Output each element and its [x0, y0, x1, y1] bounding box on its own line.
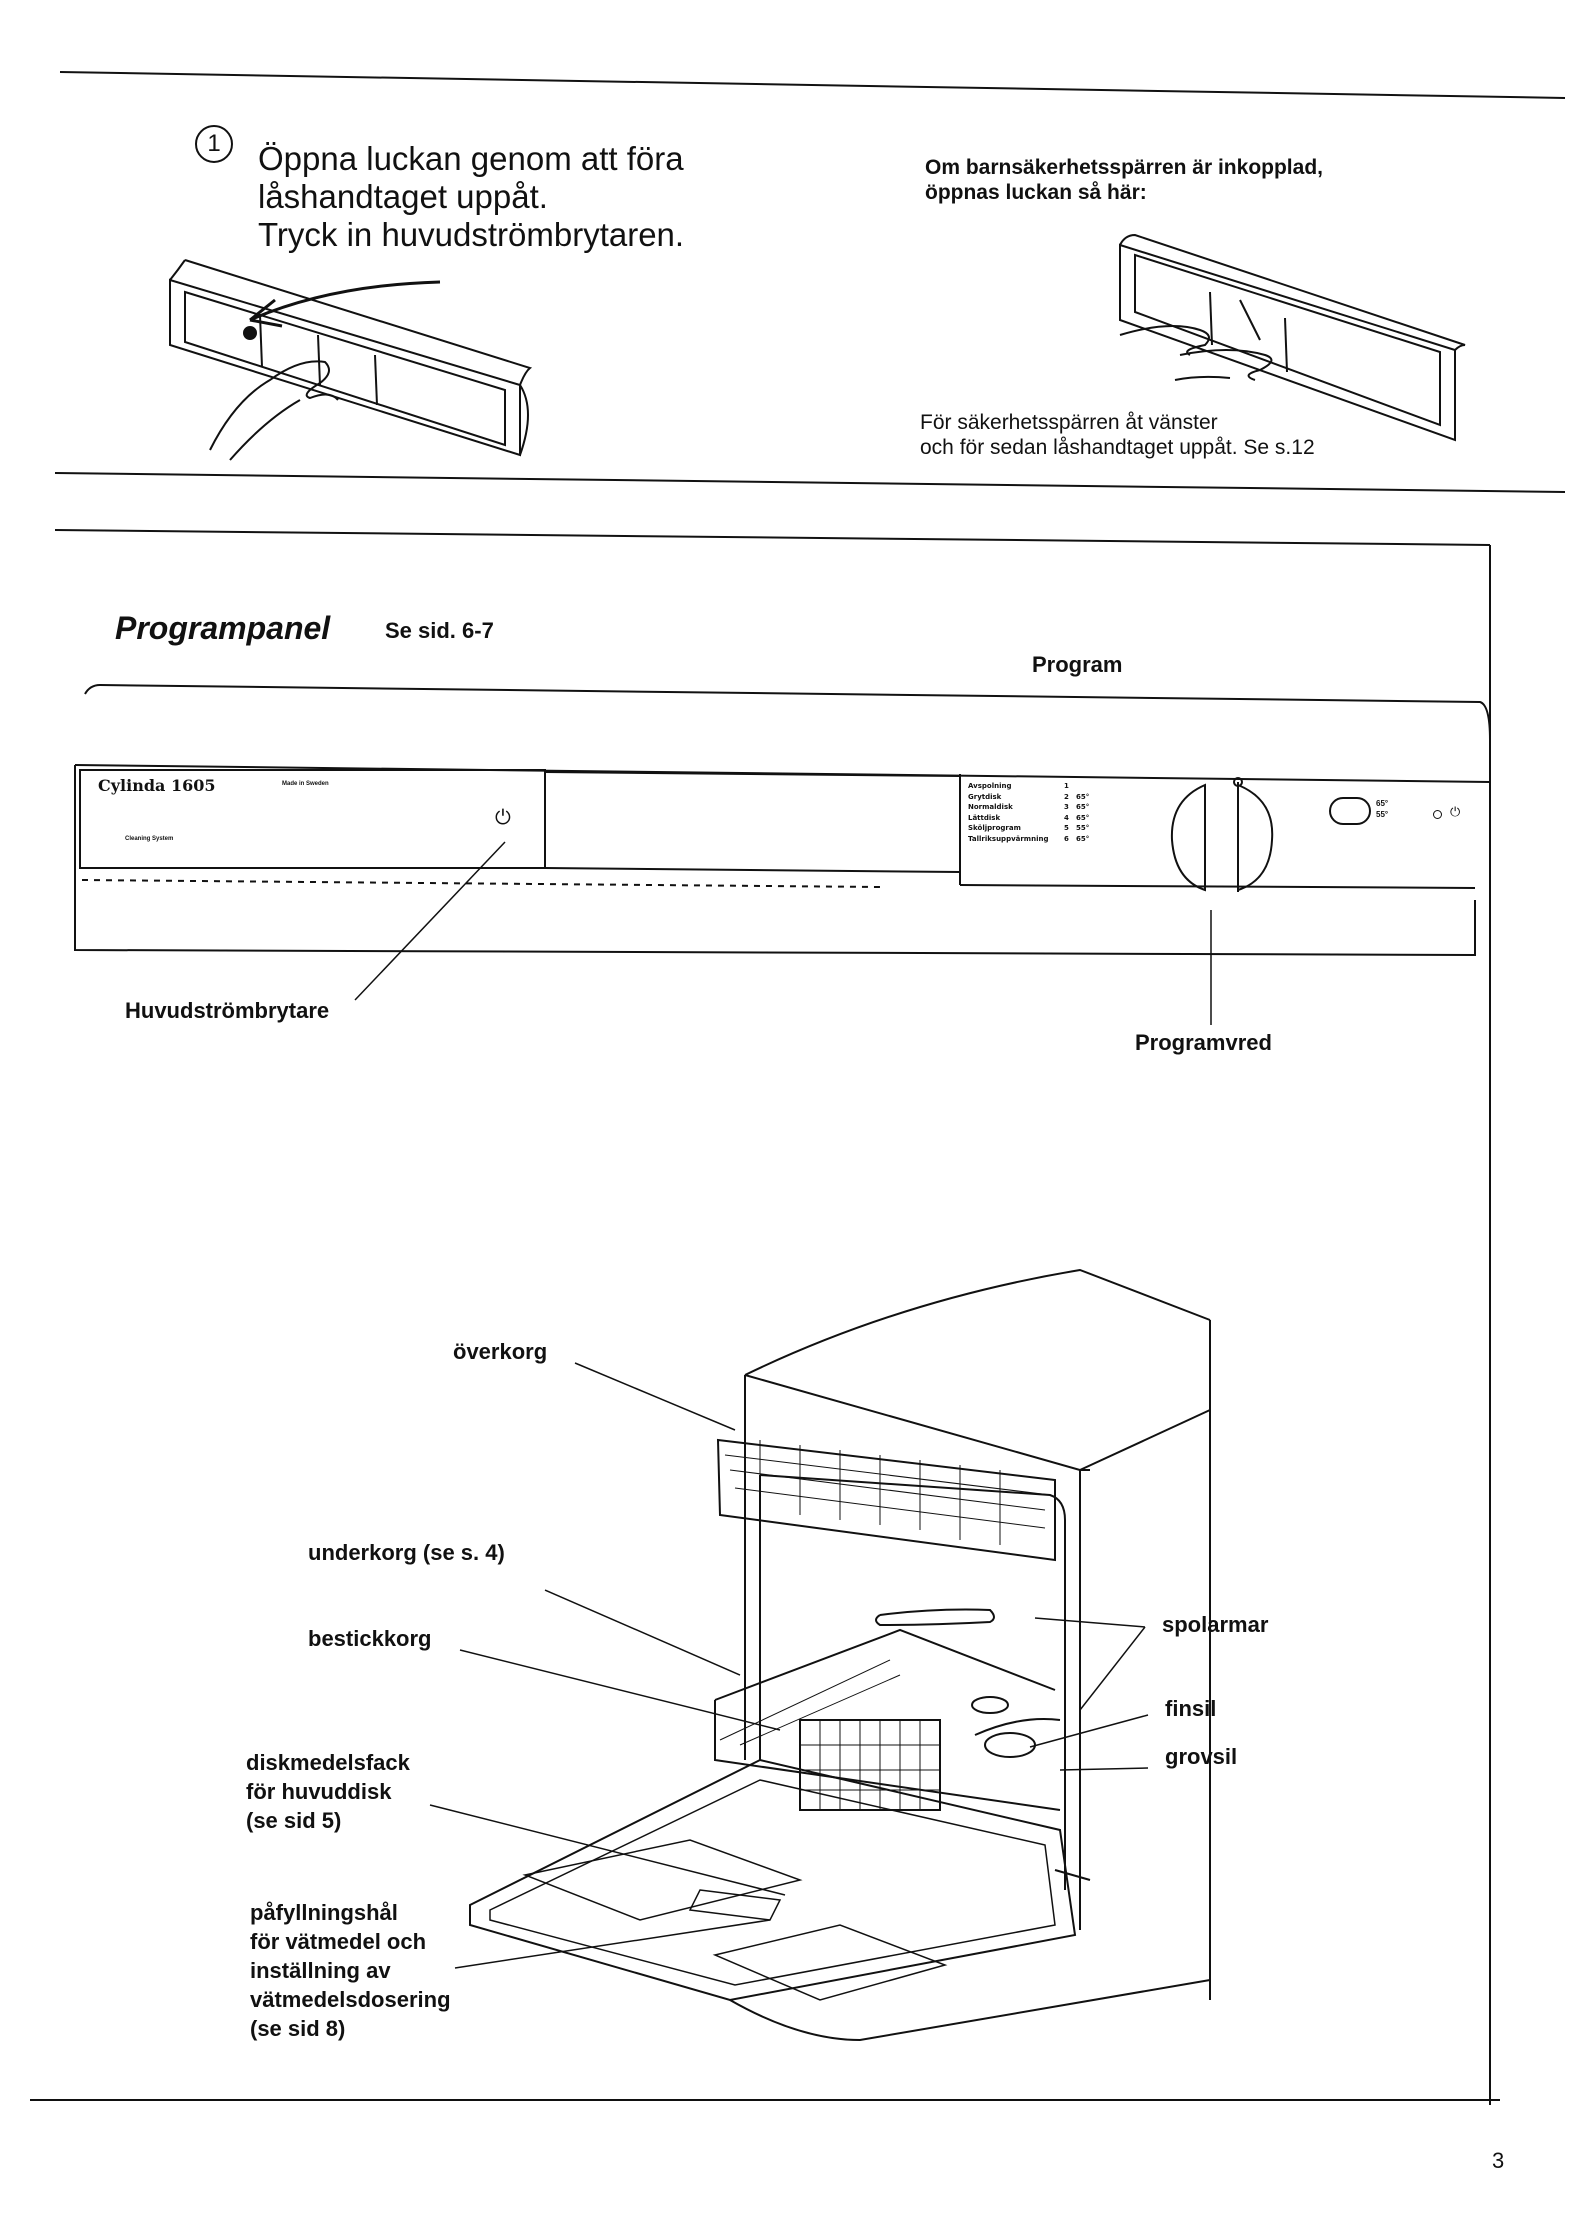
step1-heading-line: låshandtaget uppåt. — [258, 178, 548, 215]
dishwasher-drawing — [429, 1268, 1211, 2042]
section-divider — [54, 472, 1566, 493]
label-bestickkorg: bestickkorg — [308, 1626, 432, 1651]
top-rule — [59, 71, 1566, 99]
label-pafyllningshal: påfyllningshål för vätmedel och inställn… — [250, 1900, 451, 2041]
childlock-instruction: För säkerhetsspärren åt vänster och för … — [920, 410, 1315, 460]
power-indicator-icon: ⏻ — [1450, 804, 1461, 819]
label-underkorg: underkorg (se s. 4) — [308, 1540, 505, 1565]
brand-logo: Cylinda 1605 — [98, 776, 216, 795]
cleaning-system-text: Cleaning System — [125, 836, 174, 842]
childlock-instruction-line: För säkerhetsspärren åt vänster — [920, 411, 1218, 434]
label-finsil: finsil — [1165, 1696, 1217, 1721]
childlock-intro-line: öppnas luckan så här: — [925, 181, 1147, 204]
section-divider-2 — [54, 529, 1491, 546]
step-number-badge: 1 — [195, 125, 233, 163]
childlock-intro: Om barnsäkerhetsspärren är inkopplad, öp… — [925, 155, 1323, 205]
label-grovsil: grovsil — [1165, 1744, 1238, 1769]
callout-huvudstrombrytare: Huvudströmbrytare — [125, 998, 330, 1023]
made-in-text: Made in Sweden — [282, 781, 329, 787]
label-spolarmar: spolarmar — [1162, 1612, 1269, 1637]
temp-high-label: 65° — [1376, 799, 1389, 808]
childlock-instruction-line: och för sedan låshandtaget uppåt. Se s.1… — [920, 436, 1315, 459]
label-diskmedelsfack: diskmedelsfack för huvuddisk (se sid 5) — [246, 1750, 410, 1833]
temp-low-label: 55° — [1376, 810, 1389, 819]
step-number: 1 — [207, 130, 221, 157]
programpanel-ref: Se sid. 6-7 — [385, 618, 494, 643]
programpanel-title: Programpanel — [115, 610, 331, 646]
page-number: 3 — [1492, 2148, 1505, 2173]
callout-programvred: Programvred — [1135, 1030, 1272, 1055]
indicator-lamp-icon — [1433, 810, 1442, 819]
step1-heading-line: Tryck in huvudströmbrytaren. — [258, 216, 685, 253]
label-overkorg: överkorg — [453, 1339, 548, 1364]
childlock-intro-line: Om barnsäkerhetsspärren är inkopplad, — [925, 156, 1323, 179]
program-label: Program — [1032, 652, 1123, 677]
childlock-illustration — [1119, 233, 1466, 442]
temp-switch-labels: 65° 55° — [1376, 798, 1388, 820]
step1-heading: Öppna luckan genom att föra låshandtaget… — [258, 140, 684, 254]
step1-heading-line: Öppna luckan genom att föra — [258, 140, 684, 177]
power-switch-icon: ⏻ — [495, 807, 511, 829]
program-panel-drawing — [74, 683, 1491, 1025]
door-handle-illustration — [169, 259, 533, 461]
